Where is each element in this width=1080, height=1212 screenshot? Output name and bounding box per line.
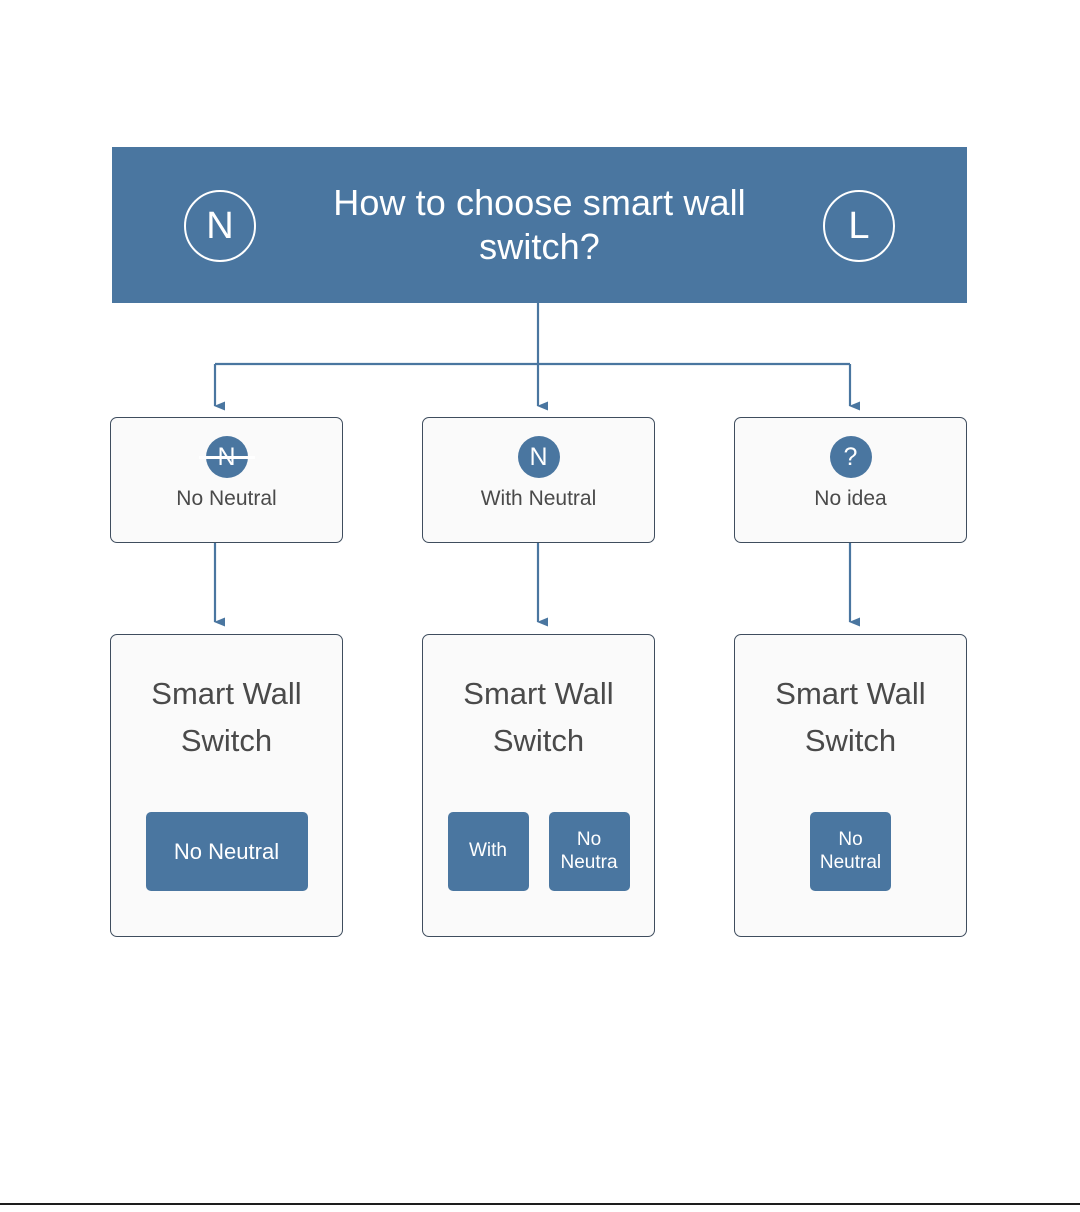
- page-title: How to choose smart wall switch?: [333, 182, 746, 267]
- result-box-2[interactable]: Smart Wall Switch With No Neutra: [422, 634, 655, 937]
- with-neutral-icon-glyph: N: [529, 442, 548, 471]
- question-circle-icon: ?: [829, 436, 872, 478]
- tag-row: No Neutral: [735, 812, 966, 891]
- neutral-terminal-icon: N: [184, 190, 256, 262]
- live-terminal-icon: L: [823, 190, 895, 262]
- result-title: Smart Wall Switch: [151, 676, 302, 758]
- option-label: No idea: [814, 487, 887, 510]
- strikethrough-line: [198, 455, 255, 459]
- result-tag[interactable]: No Neutral: [810, 812, 891, 891]
- result-box-3[interactable]: Smart Wall Switch No Neutral: [734, 634, 967, 937]
- with-neutral-circle-icon: N: [517, 436, 560, 478]
- option-box-no-idea[interactable]: ? No idea: [734, 417, 967, 543]
- option-label: With Neutral: [480, 487, 597, 510]
- neutral-terminal-label: N: [206, 205, 234, 247]
- option-box-no-neutral[interactable]: N No Neutral: [110, 417, 343, 543]
- option-box-with-neutral[interactable]: N With Neutral: [422, 417, 655, 543]
- result-box-1[interactable]: Smart Wall Switch No Neutral: [110, 634, 343, 937]
- result-title: Smart Wall Switch: [775, 676, 926, 758]
- result-tag[interactable]: No Neutra: [548, 812, 630, 891]
- question-icon-glyph: ?: [843, 442, 858, 471]
- result-tag[interactable]: No Neutral: [145, 812, 308, 891]
- page-bottom-divider: [0, 1203, 1080, 1205]
- no-neutral-circle-icon: N: [198, 436, 255, 478]
- tag-row: With No Neutra: [423, 812, 654, 891]
- result-title: Smart Wall Switch: [463, 676, 614, 758]
- result-tag[interactable]: With: [447, 812, 529, 891]
- live-terminal-label: L: [848, 205, 870, 247]
- tag-row: No Neutral: [111, 812, 342, 891]
- header-banner: N How to choose smart wall switch? L: [112, 147, 967, 303]
- option-label: No Neutral: [176, 487, 277, 510]
